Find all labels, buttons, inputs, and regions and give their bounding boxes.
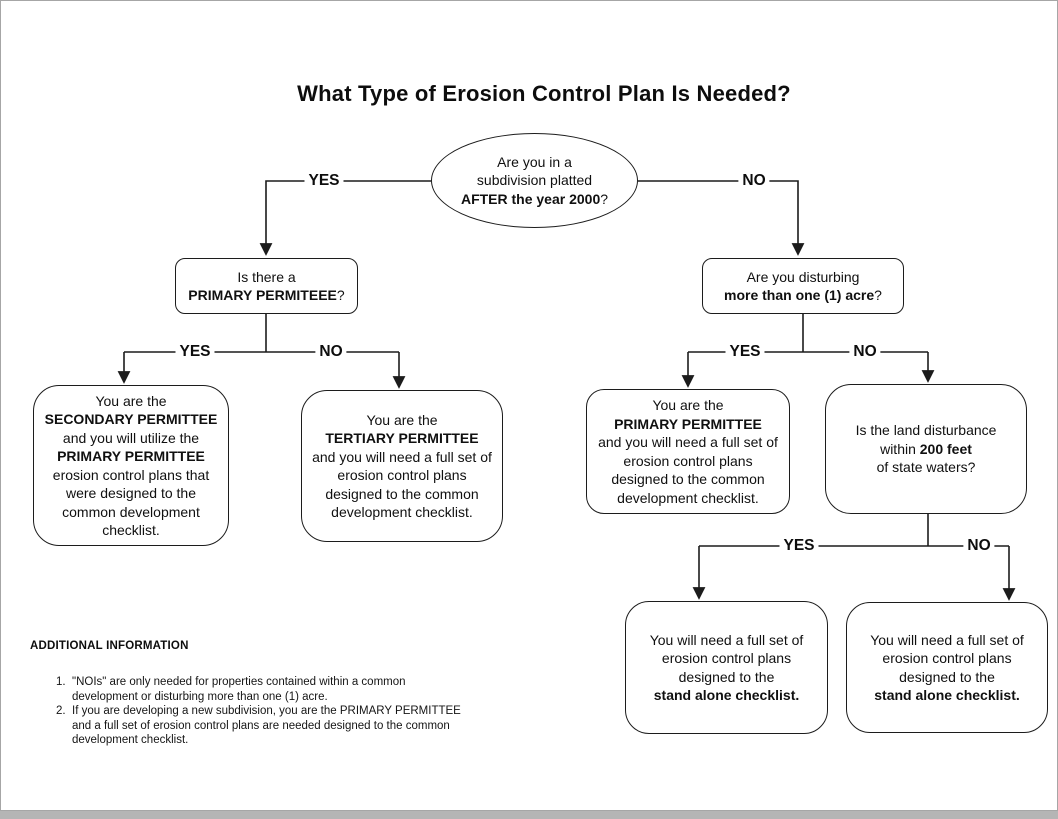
page-title: What Type of Erosion Control Plan Is Nee… [297,81,791,106]
list-item-number: 1. [56,676,66,688]
edge-label-acre-no: NO [849,343,881,361]
edge-label-primary-no: NO [315,343,347,361]
edge-label-acre-yes: YES [725,343,765,361]
additional-info-item: 1. "NOIs" are only needed for properties… [56,675,486,704]
additional-info-item: 2. If you are developing a new subdivisi… [56,704,486,748]
edge-label-water-no: NO [963,537,995,555]
edge-label-start-yes: YES [304,172,344,190]
list-item-text: If you are developing a new subdivision,… [72,705,461,746]
additional-info-list: 1. "NOIs" are only needed for properties… [56,675,486,748]
edge-start-no [638,180,805,256]
list-item-text: "NOIs" are only needed for properties co… [72,676,406,703]
edge-label-start-no: NO [738,172,770,190]
edge-start-yes [259,180,431,256]
additional-info-heading: ADDITIONAL INFORMATION [30,640,189,652]
edge-label-water-yes: YES [779,537,819,555]
edge-label-primary-yes: YES [175,343,215,361]
list-item-number: 2. [56,705,66,717]
